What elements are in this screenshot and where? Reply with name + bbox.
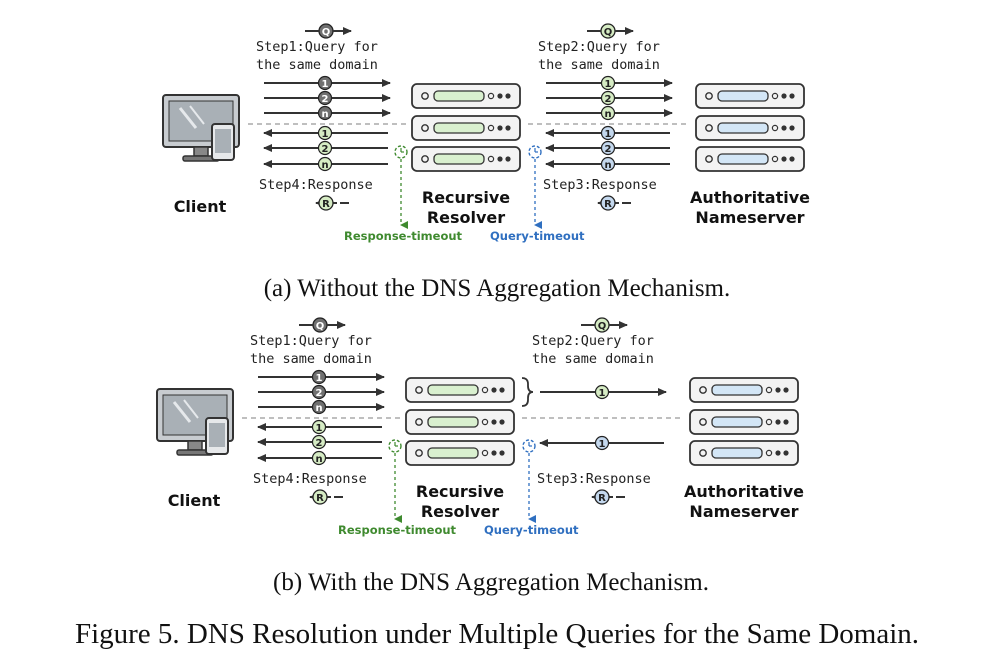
client-label: Client	[174, 197, 227, 216]
response-timeout-clock-icon	[388, 439, 402, 523]
client-response-arrows: 1 2 n	[263, 125, 388, 172]
panel-a: Client Q Step1:Query for the same domain…	[162, 23, 810, 302]
query-timeout-label: Query-timeout	[484, 523, 579, 537]
svg-text:2: 2	[605, 94, 612, 105]
aggregated-query-arrow: 1	[540, 384, 667, 400]
svg-text:2: 2	[605, 144, 612, 155]
client-computer-icon	[162, 94, 240, 162]
step4-label: Step4:Response	[259, 177, 373, 193]
svg-text:Q: Q	[316, 321, 325, 332]
svg-text:n: n	[315, 403, 322, 414]
svg-text:R: R	[322, 199, 330, 210]
recursive-resolver-server-icon	[405, 377, 515, 466]
svg-text:n: n	[321, 160, 328, 171]
step1-line1: Step1:Query for	[256, 39, 378, 55]
svg-text:1: 1	[322, 129, 329, 140]
resolver-label-line2: Resolver	[427, 208, 505, 227]
svg-text:R: R	[316, 493, 324, 504]
step4-label: Step4:Response	[253, 471, 367, 487]
svg-text:1: 1	[605, 129, 612, 140]
response-r-badge: R	[309, 489, 343, 505]
client-query-arrows: 1 2 n	[258, 369, 385, 415]
svg-text:n: n	[321, 109, 328, 120]
step1-line2: the same domain	[250, 351, 372, 367]
svg-text:1: 1	[605, 79, 612, 90]
step1-line1: Step1:Query for	[250, 333, 372, 349]
step3-label: Step3:Response	[537, 471, 651, 487]
svg-text:n: n	[604, 109, 611, 120]
panel-b: Client Q Step1:Query for the same domain…	[156, 317, 804, 596]
query-q-badge: Q	[581, 317, 628, 333]
svg-text:Q: Q	[322, 27, 331, 38]
svg-text:1: 1	[599, 439, 606, 450]
nameserver-label-line1: Authoritative	[690, 188, 810, 207]
resolver-query-arrows: 1 2 n	[546, 75, 673, 121]
svg-text:2: 2	[322, 144, 329, 155]
svg-text:R: R	[604, 199, 612, 210]
resolver-response-arrows: 1 2 n	[545, 125, 670, 172]
nameserver-label-line2: Nameserver	[689, 502, 798, 521]
svg-text:1: 1	[316, 423, 323, 434]
client-query-arrows: 1 2 n	[264, 75, 391, 121]
response-timeout-label: Response-timeout	[344, 229, 463, 243]
svg-text:2: 2	[316, 388, 323, 399]
aggregated-response-arrow: 1	[539, 435, 664, 451]
query-timeout-clock-icon	[522, 439, 536, 523]
svg-text:R: R	[598, 493, 606, 504]
svg-text:1: 1	[599, 388, 606, 399]
svg-text:n: n	[315, 454, 322, 465]
svg-text:1: 1	[316, 373, 323, 384]
query-q-badge: Q	[299, 317, 346, 333]
aggregation-bracket	[521, 377, 534, 407]
svg-text:2: 2	[322, 94, 329, 105]
client-response-arrows: 1 2 n	[257, 419, 382, 466]
query-q-badge: Q	[587, 23, 634, 39]
svg-text:1: 1	[322, 79, 329, 90]
resolver-label-line1: Recursive	[422, 188, 510, 207]
step2-line1: Step2:Query for	[538, 39, 660, 55]
recursive-resolver-server-icon	[411, 83, 521, 172]
resolver-label-line1: Recursive	[416, 482, 504, 501]
svg-text:n: n	[604, 160, 611, 171]
query-timeout-clock-icon	[528, 145, 542, 229]
svg-text:Q: Q	[598, 321, 607, 332]
response-r-badge: R	[597, 195, 631, 211]
step3-label: Step3:Response	[543, 177, 657, 193]
client-label: Client	[168, 491, 221, 510]
panel-b-caption: (b) With the DNS Aggregation Mechanism.	[273, 569, 709, 596]
step2-line2: the same domain	[538, 57, 660, 73]
authoritative-nameserver-server-icon	[689, 377, 799, 466]
nameserver-label-line2: Nameserver	[695, 208, 804, 227]
response-timeout-label: Response-timeout	[338, 523, 457, 537]
query-q-badge: Q	[305, 23, 352, 39]
panel-a-caption: (a) Without the DNS Aggregation Mechanis…	[264, 275, 731, 302]
resolver-label-line2: Resolver	[421, 502, 499, 521]
step2-line1: Step2:Query for	[532, 333, 654, 349]
step1-line2: the same domain	[256, 57, 378, 73]
query-timeout-label: Query-timeout	[490, 229, 585, 243]
authoritative-nameserver-server-icon	[695, 83, 805, 172]
response-r-badge: R	[591, 489, 625, 505]
client-computer-icon	[156, 388, 234, 456]
response-r-badge: R	[315, 195, 349, 211]
figure-caption: Figure 5. DNS Resolution under Multiple …	[75, 618, 919, 650]
response-timeout-clock-icon	[394, 145, 408, 229]
step2-line2: the same domain	[532, 351, 654, 367]
nameserver-label-line1: Authoritative	[684, 482, 804, 501]
svg-text:Q: Q	[604, 27, 613, 38]
svg-text:2: 2	[316, 438, 323, 449]
